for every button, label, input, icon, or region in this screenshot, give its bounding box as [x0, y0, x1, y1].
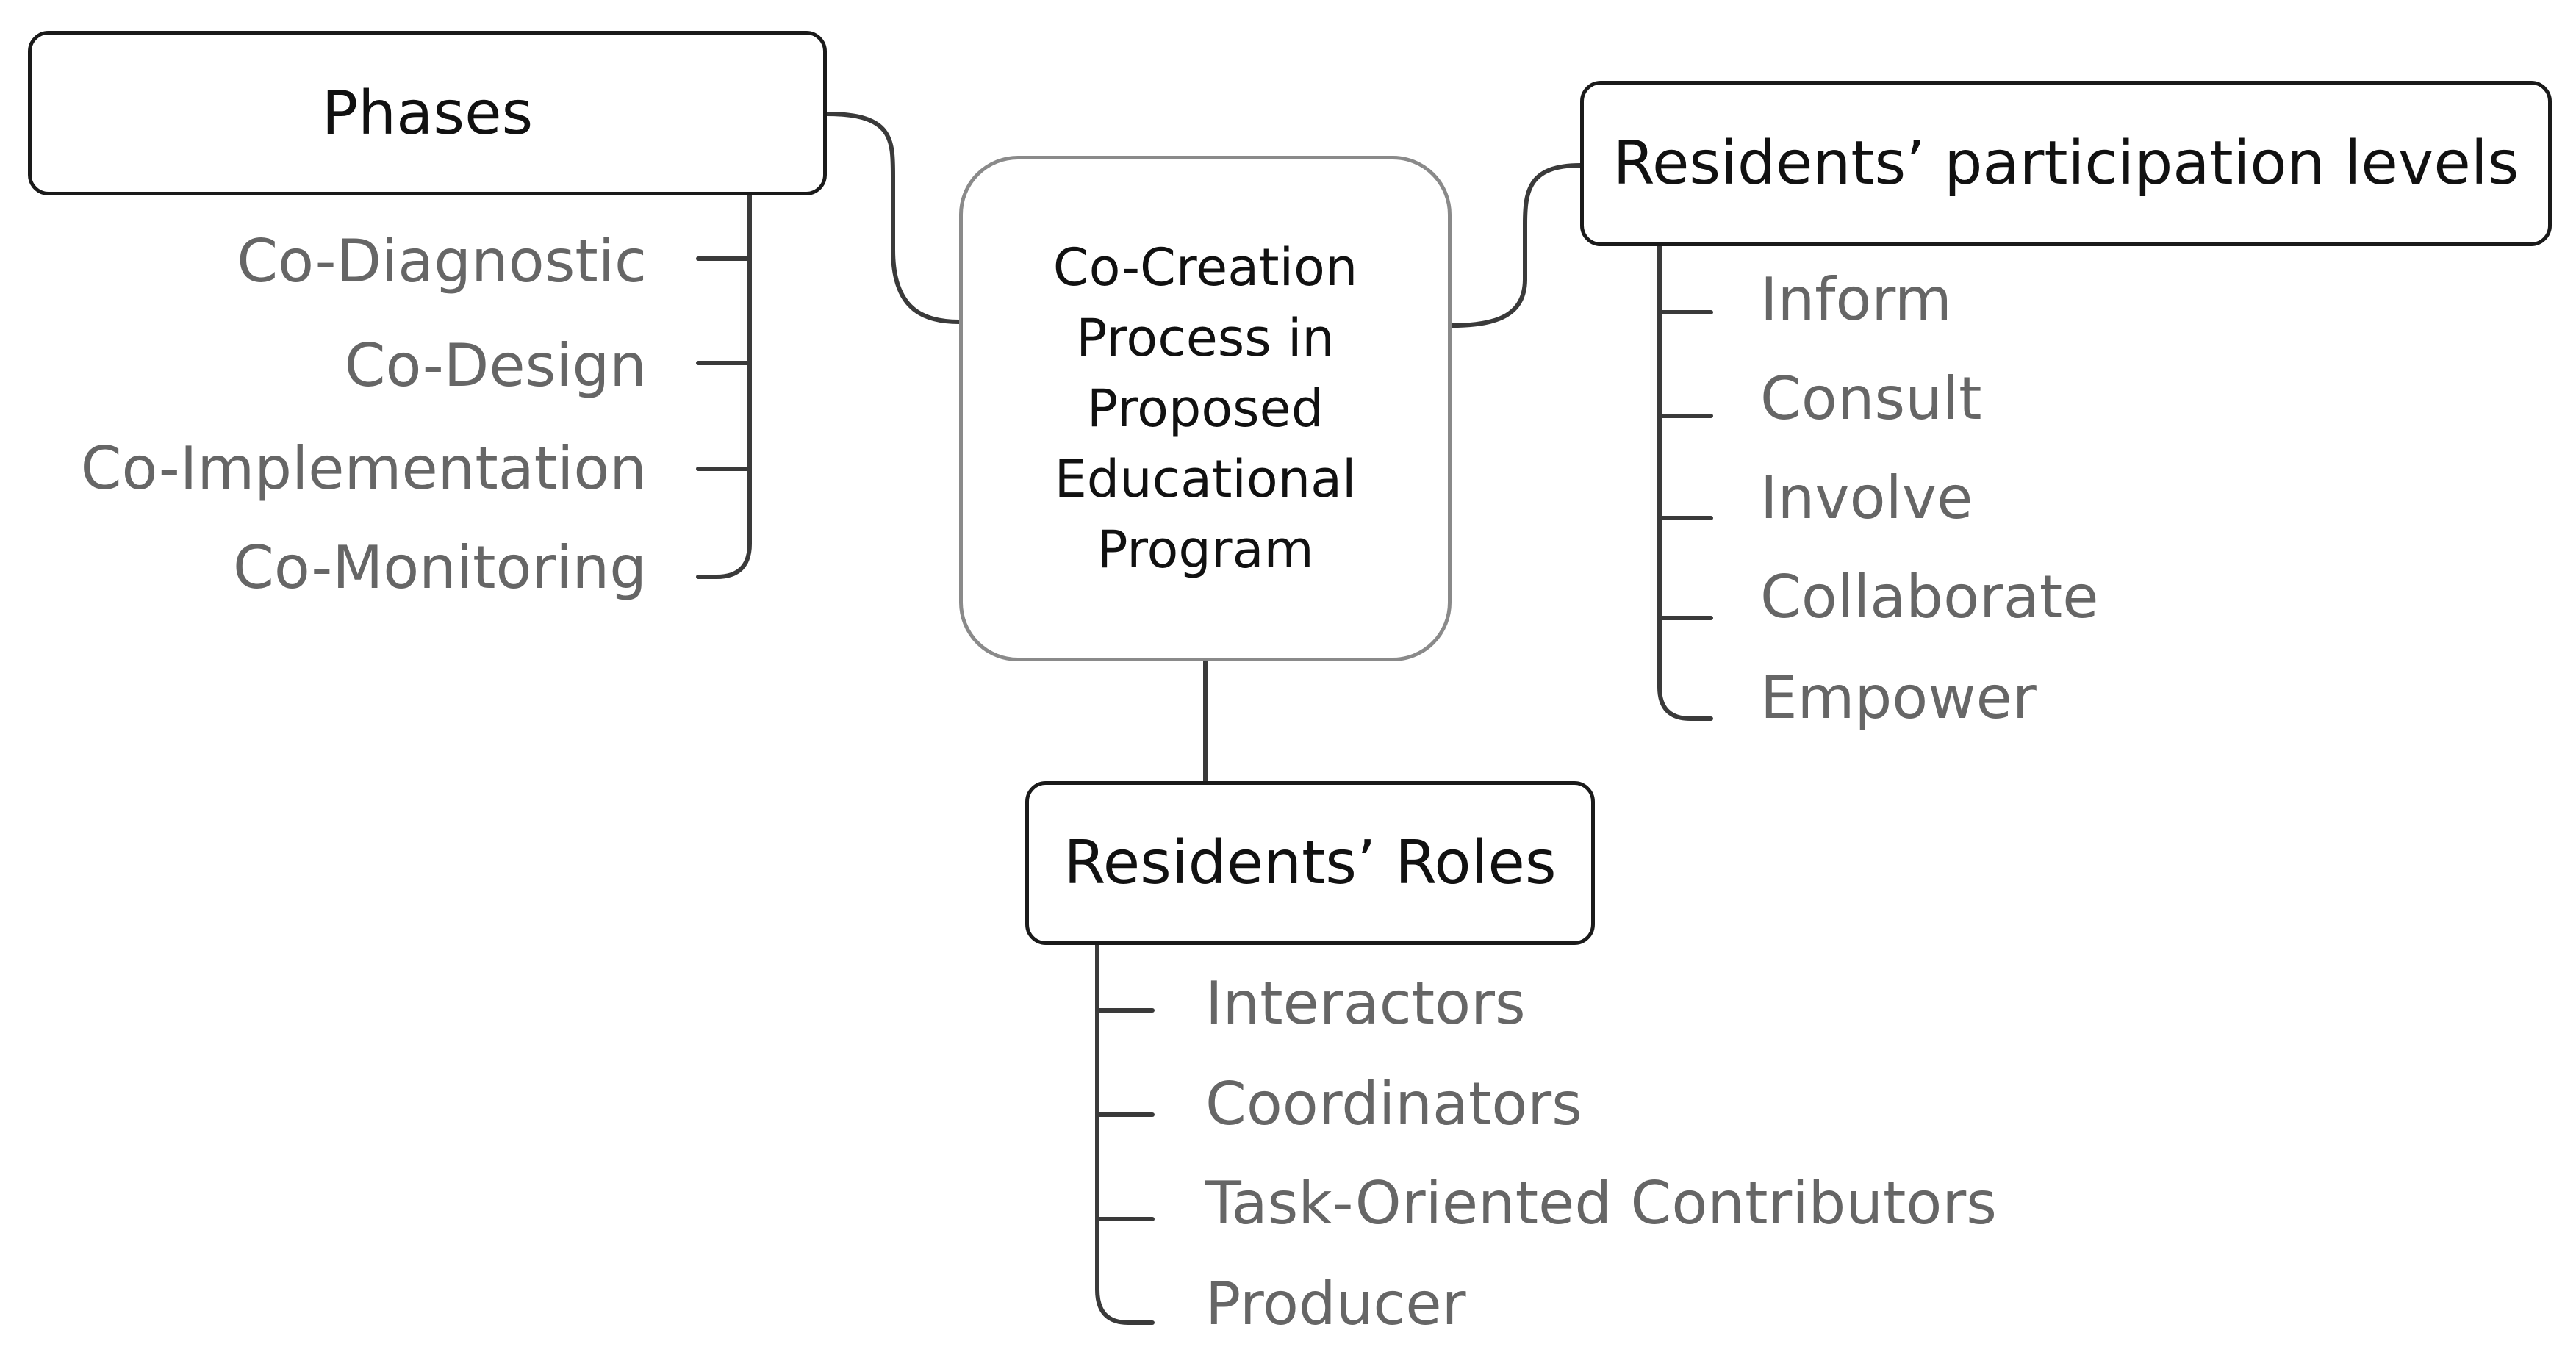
roles-title: Residents’ Roles	[1063, 828, 1557, 898]
phases-item: Co-Design	[344, 331, 647, 400]
roles-spine	[1095, 942, 1155, 1325]
center-label-line: Proposed	[1086, 378, 1324, 439]
participation-item: Empower	[1760, 664, 2037, 732]
phases-title: Phases	[321, 78, 534, 148]
roles-item: Interactors	[1205, 969, 1526, 1038]
connector-participation-center	[1449, 163, 1582, 328]
phases-item: Co-Monitoring	[233, 533, 647, 602]
center-label-line: Educational	[1054, 449, 1357, 509]
center-label-line: Process in	[1076, 308, 1335, 368]
center-label: Co-Creation Process in Proposed Educatio…	[1053, 232, 1357, 585]
center-label-line: Program	[1097, 520, 1314, 580]
participation-item: Consult	[1760, 364, 1982, 433]
participation-spine	[1657, 242, 1713, 721]
roles-item: Producer	[1205, 1270, 1466, 1338]
participation-title: Residents’ participation levels	[1612, 129, 2519, 198]
phases-item: Co-Diagnostic	[237, 227, 647, 295]
center-label-line: Co-Creation	[1052, 237, 1358, 298]
phases-item: Co-Implementation	[80, 434, 647, 503]
roles-heading: Residents’ Roles	[1025, 781, 1595, 945]
roles-item: Task-Oriented Contributors	[1205, 1169, 1997, 1237]
phases-spine	[696, 189, 752, 579]
participation-item: Collaborate	[1760, 563, 2099, 631]
roles-item: Coordinators	[1205, 1070, 1582, 1138]
center-node: Co-Creation Process in Proposed Educatio…	[959, 156, 1452, 661]
phases-heading: Phases	[28, 31, 827, 195]
participation-item: Inform	[1760, 265, 1952, 334]
participation-heading: Residents’ participation levels	[1580, 81, 2552, 246]
participation-item: Involve	[1760, 464, 1973, 532]
connector-phases-center	[825, 112, 961, 324]
